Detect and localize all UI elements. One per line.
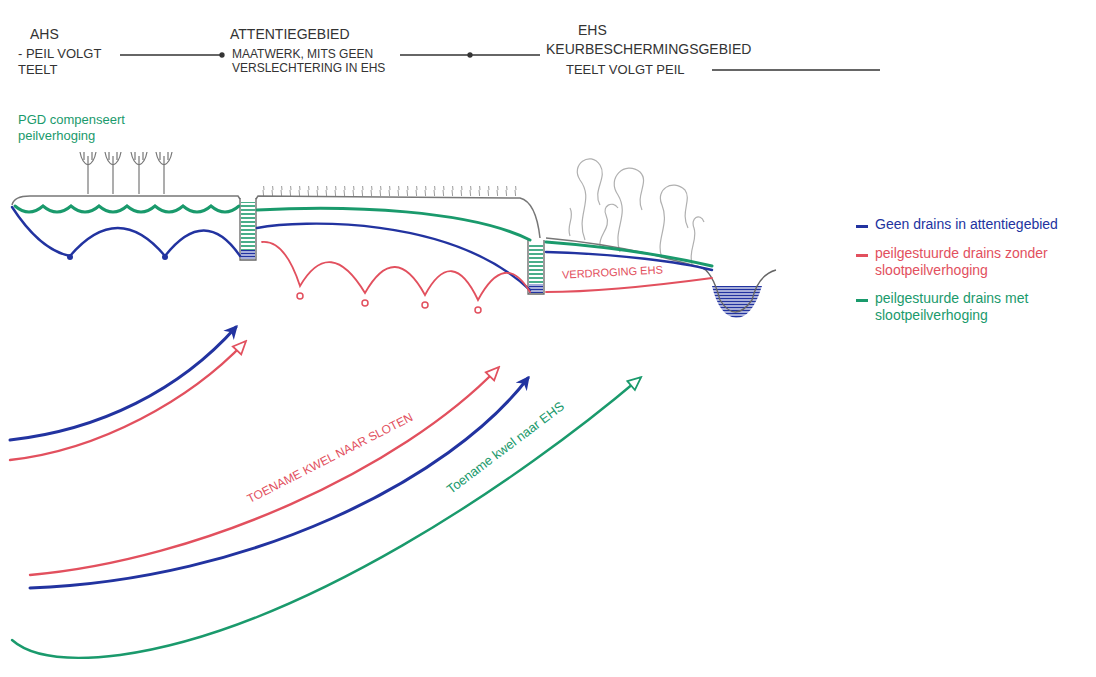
zone-heading: ATTENTIEGEBIED bbox=[230, 26, 350, 43]
annotation: VERDROGING EHS bbox=[561, 263, 662, 281]
drain bbox=[362, 300, 368, 306]
nature-vegetation bbox=[569, 159, 704, 264]
wild-plant bbox=[569, 208, 572, 236]
ground-surface bbox=[12, 196, 700, 267]
legend-text: peilgestuurde drains zonder slootpeilver… bbox=[875, 245, 1065, 279]
zone-heading: KEURBESCHERMINGSGEBIED bbox=[546, 41, 751, 58]
legend-entry: Geen drains in attentiegebied bbox=[856, 216, 1088, 233]
crop-plant bbox=[105, 152, 121, 194]
zone-rule: TEELT VOLGT PEIL bbox=[566, 62, 685, 78]
water-table-green bbox=[257, 208, 530, 240]
grass bbox=[260, 186, 522, 196]
legend-text: Geen drains in attentiegebied bbox=[875, 216, 1065, 233]
zone-rule: - PEIL VOLGT TEELT bbox=[18, 46, 118, 77]
crop-plant bbox=[80, 152, 96, 194]
ditches bbox=[240, 198, 776, 318]
ditch-wall bbox=[528, 240, 544, 294]
ditch-water bbox=[529, 284, 543, 293]
drain bbox=[162, 254, 168, 260]
seepage-arrows bbox=[10, 327, 640, 658]
crop-plant bbox=[131, 152, 147, 194]
surface-line bbox=[12, 196, 240, 205]
crop-plant bbox=[156, 152, 172, 194]
wild-plant bbox=[660, 185, 688, 258]
drain bbox=[67, 254, 73, 260]
drain bbox=[422, 302, 428, 308]
legend-entry: peilgestuurde drains zonder slootpeilver… bbox=[856, 245, 1088, 279]
divider-dot bbox=[468, 53, 472, 57]
legend: Geen drains in attentiegebied peilgestuur… bbox=[856, 216, 1088, 336]
drain bbox=[475, 307, 481, 313]
zone-heading: AHS bbox=[30, 26, 59, 43]
divider-line bbox=[712, 69, 880, 70]
wild-plant bbox=[691, 217, 704, 264]
divider-dot bbox=[220, 53, 224, 57]
crops bbox=[80, 152, 172, 194]
raised-ditch-level bbox=[241, 202, 255, 250]
ditch-wall bbox=[700, 267, 776, 312]
divider-line bbox=[120, 54, 222, 55]
annotation: PGD compenseert peilverhoging bbox=[18, 112, 143, 143]
ditch-wall bbox=[240, 198, 256, 260]
groundwater-levels bbox=[12, 206, 712, 313]
drain bbox=[297, 293, 303, 299]
legend-swatch bbox=[856, 225, 868, 228]
water-table-green bbox=[15, 206, 239, 212]
legend-swatch bbox=[856, 299, 868, 302]
seepage-arrow bbox=[12, 378, 640, 658]
raised-ditch-level bbox=[529, 244, 543, 284]
water-table-red bbox=[262, 242, 530, 300]
wild-plant bbox=[577, 159, 602, 240]
water-table-blue bbox=[12, 207, 240, 256]
legend-swatch bbox=[856, 254, 868, 257]
wild-plant bbox=[614, 168, 643, 252]
legend-entry: peilgestuurde drains met slootpeilverhog… bbox=[856, 290, 1088, 324]
seepage-arrow bbox=[10, 342, 245, 460]
arrow-label: Toename kwel naar EHS bbox=[443, 399, 567, 498]
arrow-label: TOENAME KWEL NAAR SLOTEN bbox=[245, 410, 416, 506]
zone-heading: EHS bbox=[578, 22, 607, 39]
wild-plant bbox=[600, 204, 618, 246]
ditch-water bbox=[241, 250, 255, 259]
zone-rule: MAATWERK, MITS GEEN VERSLECHTERING IN EH… bbox=[232, 47, 392, 76]
legend-text: peilgestuurde drains met slootpeilverhog… bbox=[875, 290, 1065, 324]
seepage-arrow bbox=[10, 327, 236, 440]
